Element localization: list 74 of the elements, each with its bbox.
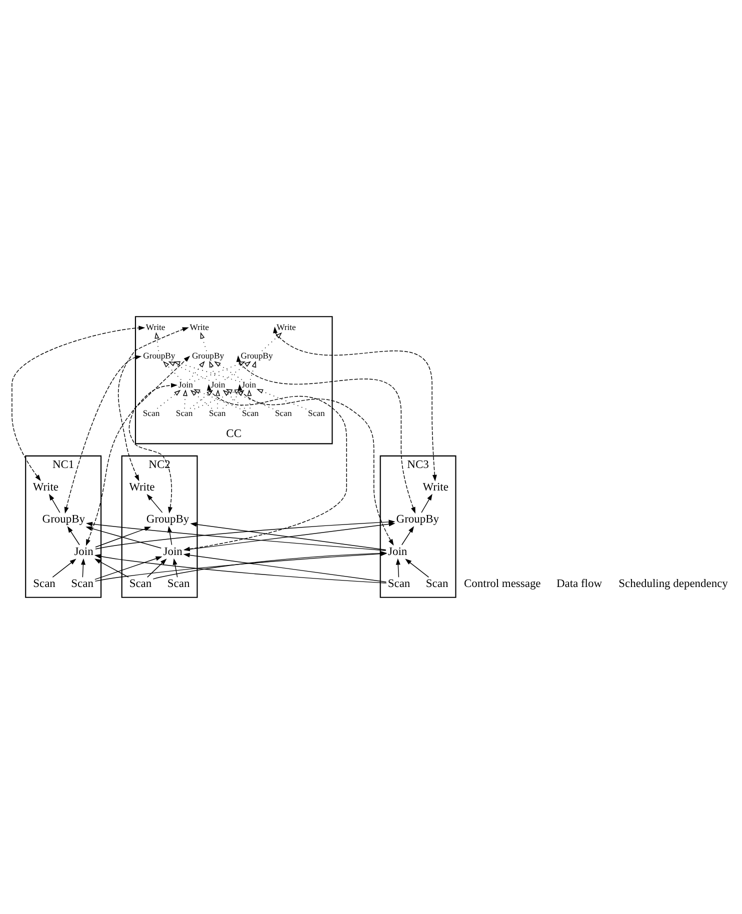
arrow — [250, 360, 256, 380]
node-text: Write — [129, 481, 155, 494]
node-text: Join — [163, 546, 182, 558]
arrow — [95, 526, 152, 548]
node-text: Scan — [426, 578, 448, 590]
node-text: Join — [388, 546, 408, 558]
arrow — [396, 558, 400, 578]
arrow — [94, 556, 162, 580]
node-text: Write — [276, 322, 296, 332]
node-text: GroupBy — [146, 514, 190, 526]
arrow — [162, 361, 182, 380]
node-text: Scan — [71, 578, 94, 590]
node-text: Scan — [167, 578, 190, 590]
legend-label: Control message — [464, 578, 541, 590]
node-text: Join — [74, 546, 94, 558]
arrow — [128, 356, 190, 514]
node-text: Scan — [388, 578, 410, 590]
node-text: Scan — [142, 408, 160, 418]
arrow — [200, 332, 207, 352]
node-text: GroupBy — [192, 350, 224, 361]
node-text: GroupBy — [143, 350, 176, 361]
legend-label: Data flow — [556, 578, 602, 590]
arrow — [209, 360, 217, 380]
node-text: Scan — [176, 408, 193, 418]
arrow — [405, 558, 430, 578]
arrow — [52, 558, 76, 578]
arrow — [146, 558, 167, 578]
arrow — [67, 526, 80, 546]
arrow — [154, 332, 160, 352]
node-text: Scan — [242, 408, 259, 418]
arrow — [256, 389, 307, 410]
arrow — [80, 558, 86, 578]
node-text: Write — [146, 322, 166, 332]
arrow — [12, 326, 146, 482]
arrow — [421, 494, 432, 513]
arrow — [214, 361, 242, 380]
arrow — [226, 389, 274, 410]
arrow — [118, 327, 189, 482]
arrow — [194, 362, 246, 382]
node-text: Join — [242, 379, 256, 390]
arrow — [172, 558, 178, 578]
node-text: Write — [190, 322, 210, 332]
node-text: Join — [178, 379, 193, 390]
arrow — [189, 361, 205, 380]
arrow — [156, 390, 181, 409]
node-text: Scan — [275, 408, 292, 418]
arrow — [272, 326, 437, 482]
node-text: GroupBy — [42, 514, 86, 526]
arrow — [236, 355, 416, 514]
node-text: Scan — [208, 408, 226, 418]
arrow — [262, 332, 282, 352]
arrow — [86, 383, 178, 546]
arrow — [94, 558, 129, 578]
arrow — [174, 361, 240, 382]
arrow — [401, 526, 414, 546]
arrow — [64, 355, 142, 514]
arrow — [216, 390, 220, 409]
node-text: Scan — [308, 408, 325, 418]
legend-label: Scheduling dependency — [618, 578, 728, 590]
node-text: Scan — [129, 578, 152, 590]
arrow — [247, 390, 252, 409]
arrow — [86, 526, 162, 548]
arrow — [168, 361, 210, 381]
node-text: Scan — [33, 578, 56, 590]
node-text: GroupBy — [396, 514, 440, 526]
arrow — [146, 494, 163, 513]
arrow — [182, 390, 188, 409]
node-text: Write — [422, 481, 448, 494]
arrow — [238, 384, 394, 546]
arrow — [48, 494, 60, 513]
node-text: Write — [32, 481, 59, 494]
arrow — [224, 361, 252, 380]
node-text: Join — [210, 379, 226, 390]
node-text: GroupBy — [240, 350, 273, 361]
